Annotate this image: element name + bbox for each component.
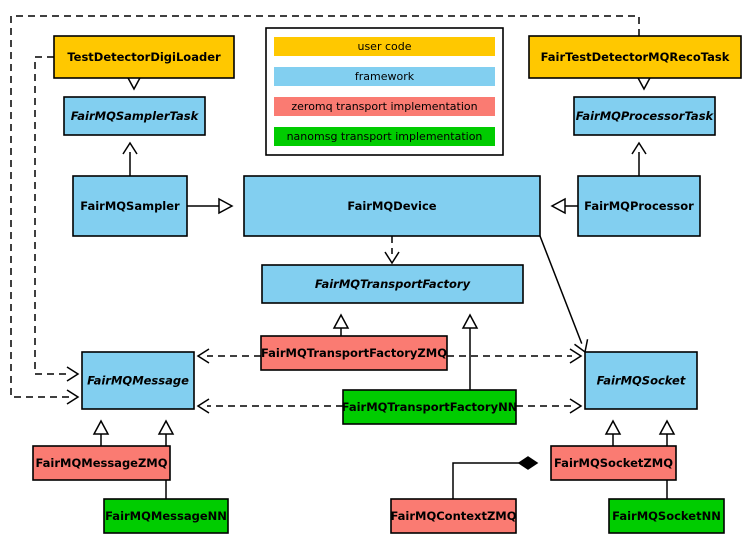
class-node-fairmqtransportfactorynn[interactable]: FairMQTransportFactoryNN [342, 389, 518, 425]
class-node-label: FairMQContextZMQ [390, 509, 516, 523]
class-node-fairtestdetectormqrecotask[interactable]: FairTestDetectorMQRecoTask [528, 35, 742, 79]
legend-item-user: user code [274, 37, 495, 56]
edge-fairmqtransportfactoryzmq-to-fairmqsocket [447, 348, 583, 364]
class-node-label: FairMQSocketZMQ [554, 456, 673, 470]
edge-fairmqcontextzmq-to-fairmqsocketzmq [452, 456, 539, 499]
edge-fairmqdevice-to-fairmqsocket [539, 235, 589, 354]
class-node-label: FairMQSamplerTask [71, 109, 200, 123]
class-node-fairmqsocketzmq[interactable]: FairMQSocketZMQ [550, 445, 677, 481]
class-node-fairmqsocketnn[interactable]: FairMQSocketNN [608, 498, 725, 534]
class-node-label: FairMQProcessor [584, 199, 694, 213]
class-node-fairmqcontextzmq[interactable]: FairMQContextZMQ [390, 498, 517, 534]
class-node-fairmqdevice[interactable]: FairMQDevice [243, 175, 541, 237]
edge-fairmqmessagezmq-to-fairmqmessage [92, 419, 110, 446]
class-node-label: FairMQMessageZMQ [35, 456, 167, 470]
class-node-label: FairMQDevice [347, 199, 436, 213]
class-node-label: FairMQProcessorTask [576, 109, 715, 123]
edge-fairmqsampler-to-fairmqdevice [187, 197, 234, 215]
legend-item-zeromq: zeromq transport implementation [274, 97, 495, 116]
class-node-label: TestDetectorDigiLoader [67, 50, 221, 64]
edge-fairmqprocessor-to-fairmqprocessortask [631, 141, 647, 176]
class-node-label: FairMQMessageNN [105, 509, 227, 523]
class-node-label: FairMQMessage [87, 374, 189, 388]
legend-item-label: framework [355, 70, 415, 83]
edge-fairtestdetectormqrecotask-to-fairmqmessage [10, 15, 640, 405]
class-node-fairmqprocessor[interactable]: FairMQProcessor [577, 175, 701, 237]
class-node-fairmqmessage[interactable]: FairMQMessage [81, 351, 195, 410]
legend-group: user code framework zeromq transport imple… [265, 27, 504, 156]
class-node-label: FairMQSocket [597, 374, 686, 388]
class-node-label: FairMQTransportFactory [315, 277, 471, 291]
legend-item-nanomsg: nanomsg transport implementation [274, 127, 495, 146]
legend-item-label: user code [357, 40, 411, 53]
class-node-label: FairMQTransportFactoryZMQ [261, 346, 447, 360]
class-node-label: FairMQSampler [80, 199, 180, 213]
edge-fairmqprocessor-to-fairmqdevice [550, 197, 578, 215]
class-node-fairmqsamplertask[interactable]: FairMQSamplerTask [63, 96, 206, 136]
class-node-fairmqsampler[interactable]: FairMQSampler [72, 175, 188, 237]
class-node-fairmqmessagenn[interactable]: FairMQMessageNN [103, 498, 229, 534]
class-node-fairmqmessagezmq[interactable]: FairMQMessageZMQ [32, 445, 171, 481]
legend-item-label: nanomsg transport implementation [287, 130, 483, 143]
edge-fairmqsampler-to-fairmqsamplertask [122, 141, 138, 176]
edge-fairmqdevice-to-fairmqtransportfactory [384, 236, 400, 265]
class-node-testdetectordigiloader[interactable]: TestDetectorDigiLoader [53, 35, 235, 79]
edge-fairmqtransportfactoryzmq-to-fairmqtransportfactory [332, 313, 350, 336]
edge-fairmqtransportfactorynn-to-fairmqmessage [196, 398, 343, 414]
edge-fairmqtransportfactoryzmq-to-fairmqmessage [196, 348, 261, 364]
nodes-layer: TestDetectorDigiLoader FairTestDetectorMQ… [32, 35, 742, 534]
class-node-fairmqtransportfactory[interactable]: FairMQTransportFactory [261, 264, 524, 304]
class-node-fairmqtransportfactoryzmq[interactable]: FairMQTransportFactoryZMQ [260, 335, 448, 371]
class-node-fairmqsocket[interactable]: FairMQSocket [584, 351, 698, 410]
legend-item-label: zeromq transport implementation [291, 100, 477, 113]
class-node-label: FairTestDetectorMQRecoTask [541, 50, 730, 64]
edge-fairmqsocketzmq-to-fairmqsocket [604, 419, 622, 446]
class-node-fairmqprocessortask[interactable]: FairMQProcessorTask [573, 96, 716, 136]
class-node-label: FairMQTransportFactoryNN [342, 400, 518, 414]
class-node-label: FairMQSocketNN [612, 509, 721, 523]
edge-fairmqtransportfactorynn-to-fairmqtransportfactory [461, 313, 479, 390]
edge-fairmqtransportfactorynn-to-fairmqsocket [516, 398, 583, 414]
legend-item-framework: framework [274, 67, 495, 86]
edge-testdetectordigiloader-to-fairmqmessage [34, 56, 80, 382]
